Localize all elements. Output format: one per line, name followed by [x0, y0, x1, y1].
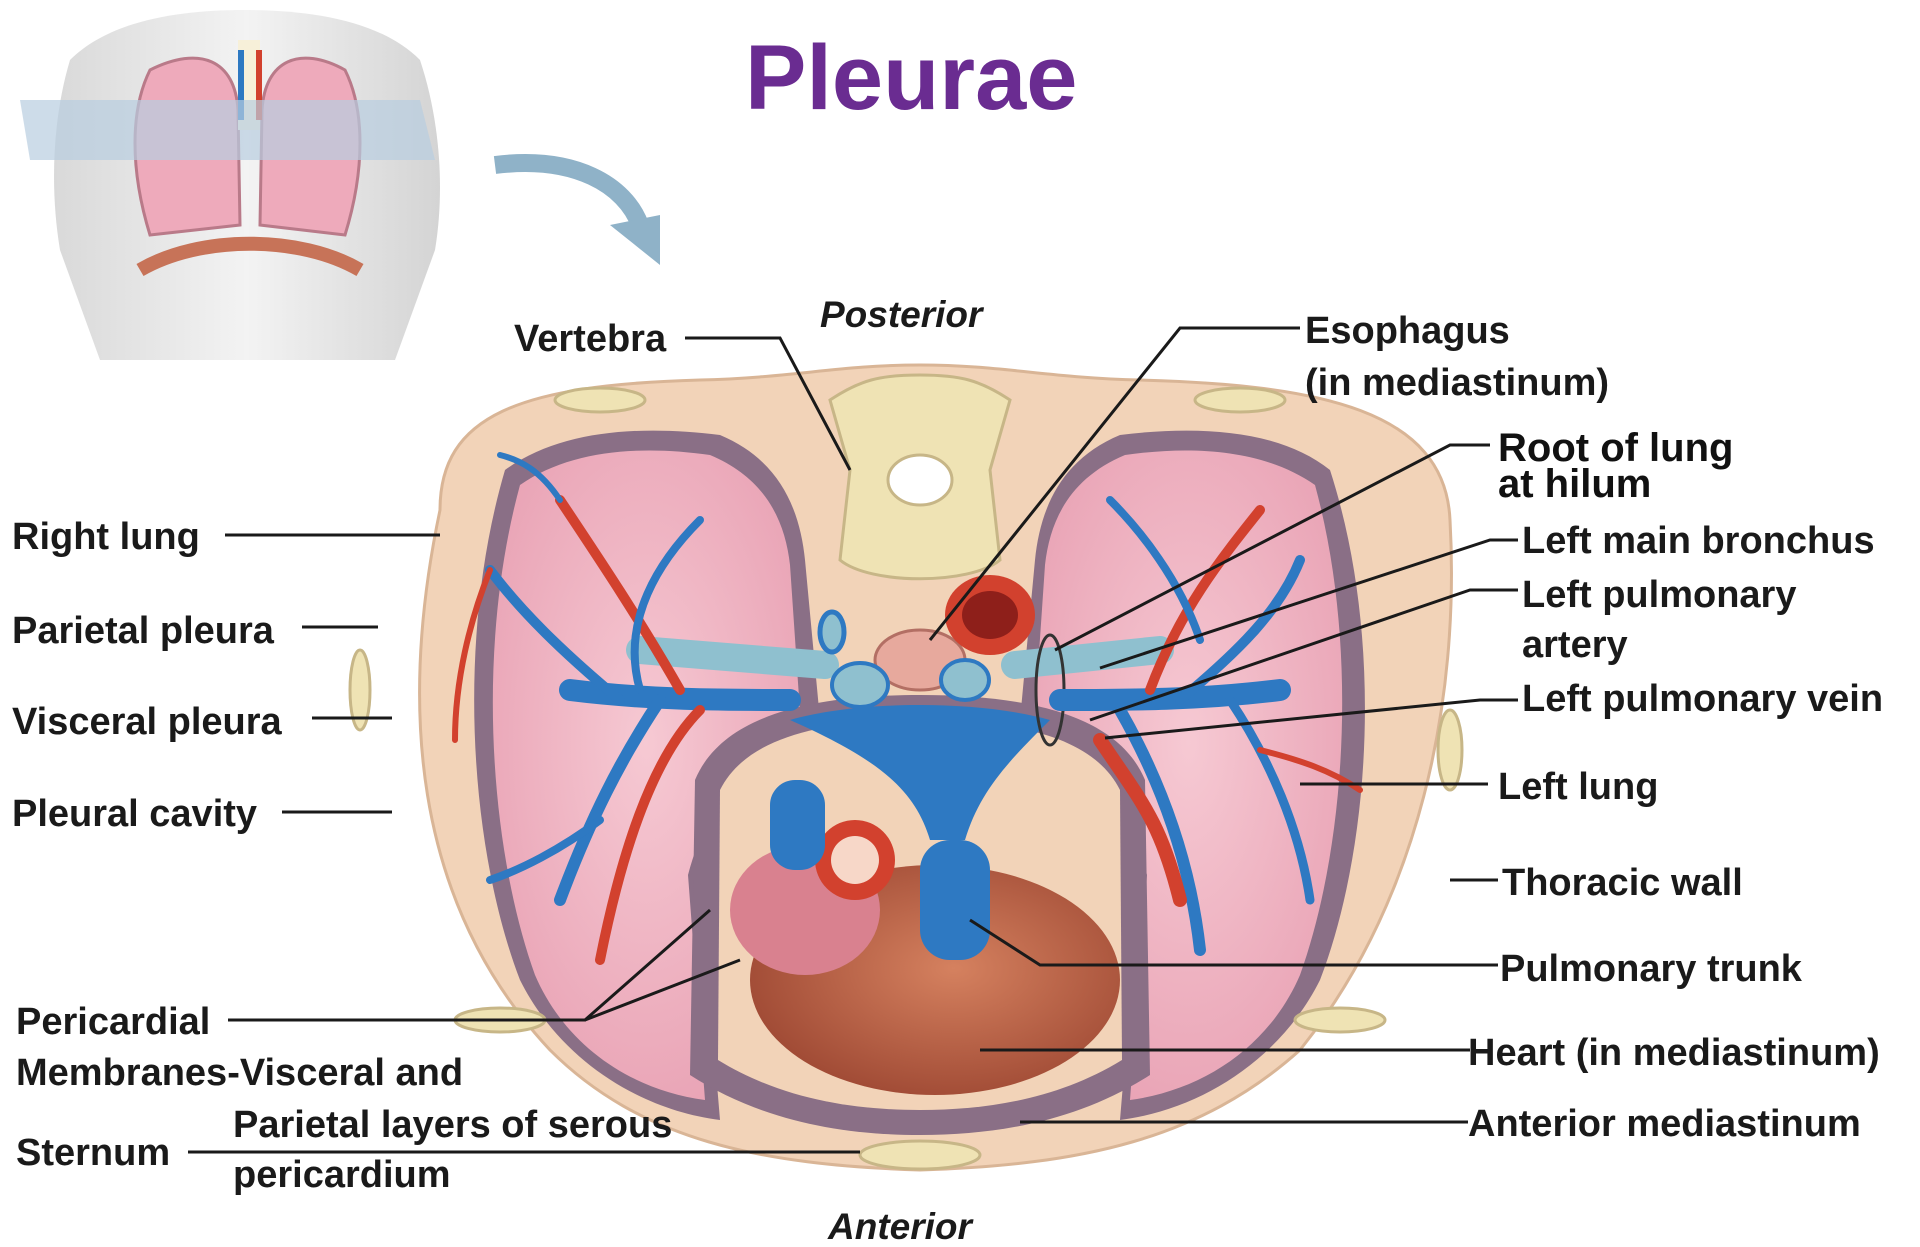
direction-arrow-head	[610, 215, 660, 265]
label-thoracic-wall: Thoracic wall	[1502, 864, 1743, 902]
label-pericardial-line3: Parietal layers of serous	[233, 1106, 672, 1144]
label-esophagus-line2: (in mediastinum)	[1305, 364, 1609, 402]
section-plane	[20, 100, 435, 160]
label-pulmonary-trunk: Pulmonary trunk	[1500, 950, 1802, 988]
label-anterior-mediastinum: Anterior mediastinum	[1468, 1105, 1861, 1143]
vertebral-canal	[888, 455, 952, 505]
sternum-shape	[860, 1141, 980, 1169]
label-left-pulmonary-vein: Left pulmonary vein	[1522, 680, 1883, 718]
label-left-main-bronchus: Left main bronchus	[1522, 522, 1875, 560]
label-esophagus-line1: Esophagus	[1305, 312, 1510, 350]
label-parietal-pleura: Parietal pleura	[12, 612, 274, 650]
label-left-pulmonary-artery-line2: artery	[1522, 626, 1628, 664]
label-sternum: Sternum	[16, 1134, 170, 1172]
label-pericardial-line1: Pericardial	[16, 1003, 210, 1041]
direction-arrow	[495, 163, 640, 225]
label-left-lung: Left lung	[1498, 768, 1658, 806]
page-title: Pleurae	[745, 32, 1077, 124]
label-pericardial-line4: pericardium	[233, 1156, 451, 1194]
label-visceral-pleura: Visceral pleura	[12, 703, 282, 741]
label-vertebra: Vertebra	[514, 320, 666, 358]
pulmonary-trunk-shape	[920, 840, 990, 960]
superior-vena-cava	[770, 780, 825, 870]
label-root-of-lung-line2: at hilum	[1498, 464, 1651, 504]
posterior-label: Posterior	[820, 296, 982, 333]
label-pericardial-line2: Membranes-Visceral and	[16, 1054, 463, 1092]
left-bronchus-lumen	[941, 660, 989, 700]
descending-aorta-lumen	[962, 591, 1018, 639]
right-pulmonary-vein-lumen	[820, 612, 844, 652]
right-bronchus-lumen	[832, 663, 888, 707]
label-right-lung: Right lung	[12, 518, 200, 556]
anterior-label: Anterior	[828, 1208, 972, 1245]
torso-inset	[20, 10, 440, 360]
label-pleural-cavity: Pleural cavity	[12, 795, 257, 833]
label-left-pulmonary-artery-line1: Left pulmonary	[1522, 576, 1796, 614]
aorta-lumen	[831, 836, 879, 884]
label-heart: Heart (in mediastinum)	[1468, 1034, 1880, 1072]
